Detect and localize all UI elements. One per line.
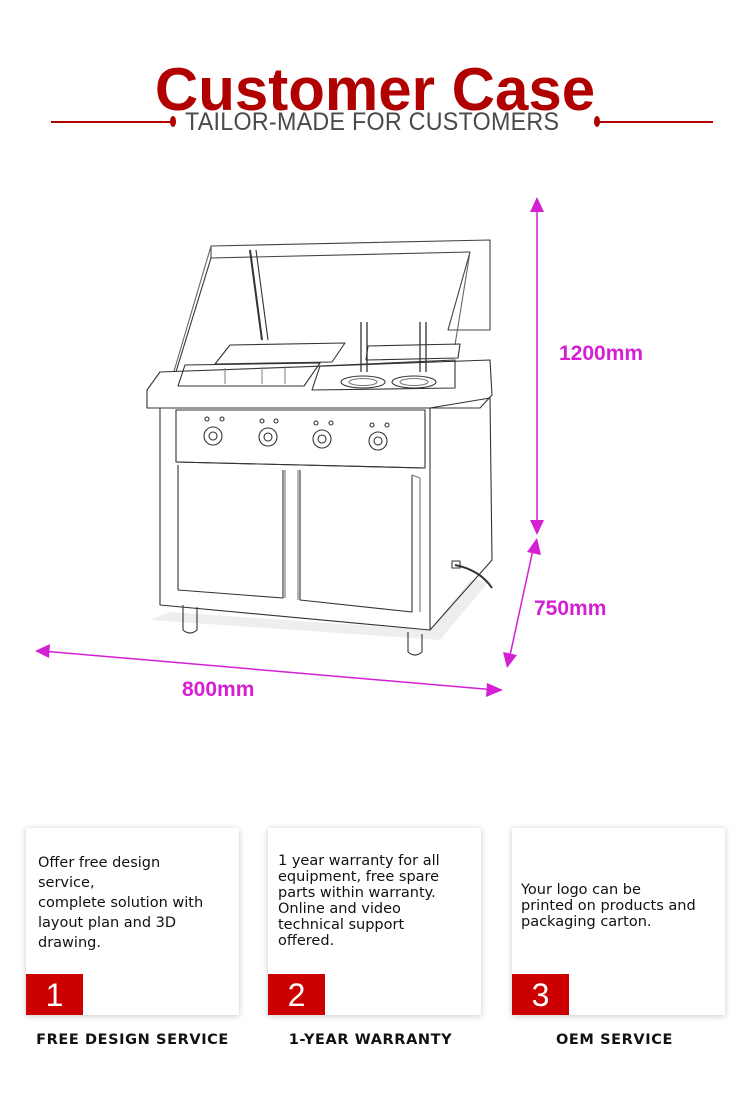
cooker-sketch-icon <box>35 197 544 697</box>
divider-dot-right <box>594 116 600 127</box>
divider-left <box>51 121 171 123</box>
service-number-badge: 1 <box>26 974 83 1015</box>
page-title: Customer Case <box>154 56 596 124</box>
subtitle: TAILOR-MADE FOR CUSTOMERS <box>185 108 560 136</box>
height-dimension-label: 1200mm <box>559 342 644 365</box>
service-card-design: Offer free design service, complete solu… <box>26 828 239 1015</box>
service-card-oem: Your logo can be printed on products and… <box>512 828 725 1015</box>
service-card-text: 1 year warranty for all equipment, free … <box>278 853 440 949</box>
divider-right <box>598 121 713 123</box>
service-number-badge: 2 <box>268 974 325 1015</box>
subtitle-row: TAILOR-MADE FOR CUSTOMERS <box>0 104 750 140</box>
service-card-text: Your logo can be printed on products and… <box>521 882 696 930</box>
service-caption: FREE DESIGN SERVICE <box>36 1032 229 1048</box>
service-caption: 1-YEAR WARRANTY <box>288 1032 453 1048</box>
service-card-warranty: 1 year warranty for all equipment, free … <box>268 828 481 1015</box>
product-dimension-diagram: 1200mm 750mm 800mm <box>0 180 750 720</box>
divider-dot-left <box>170 116 176 127</box>
width-dimension-label: 800mm <box>182 678 255 701</box>
service-number-badge: 3 <box>512 974 569 1015</box>
service-card-text: Offer free design service, complete solu… <box>38 855 204 951</box>
depth-dimension-label: 750mm <box>534 597 607 620</box>
service-caption: OEM SERVICE <box>556 1032 673 1048</box>
